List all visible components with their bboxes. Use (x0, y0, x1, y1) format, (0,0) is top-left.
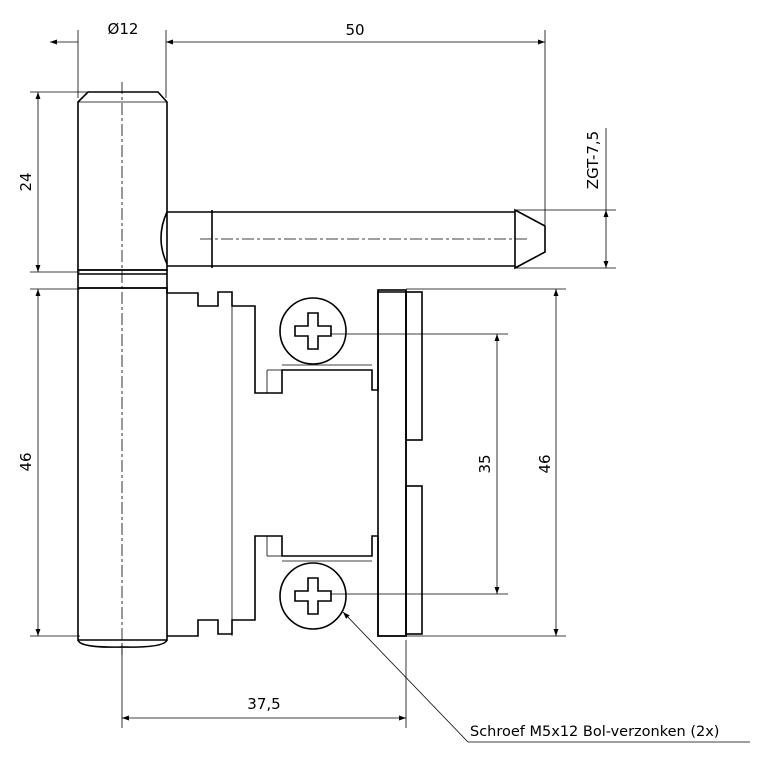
dimension-lines (35, 39, 609, 721)
upper-height-label: 24 (17, 172, 35, 191)
pin-diameter-label: Ø12 (108, 20, 139, 38)
screw-spacing-label: 35 (476, 454, 494, 473)
screw-callout-text: Schroef M5x12 Bol-verzonken (2x) (470, 724, 719, 740)
zgt-label: ZGT-7,5 (584, 131, 602, 189)
lower-height-left-label: 46 (17, 452, 35, 471)
extension-lines (30, 30, 616, 728)
screw-top (279, 297, 347, 365)
screw-bottom (279, 562, 347, 630)
dimension-labels: Ø12 50 24 ZGT-7,5 46 35 46 37,5 (17, 20, 602, 713)
mounting-plate (377, 289, 423, 637)
leaf-body (166, 288, 407, 637)
bottom-width-label: 37,5 (247, 695, 280, 713)
pin-width-label: 50 (345, 21, 364, 39)
upper-pin (160, 208, 546, 270)
lower-height-right-label: 46 (536, 454, 554, 473)
hinge-barrel (77, 82, 168, 655)
callout: Schroef M5x12 Bol-verzonken (2x) (342, 611, 750, 743)
